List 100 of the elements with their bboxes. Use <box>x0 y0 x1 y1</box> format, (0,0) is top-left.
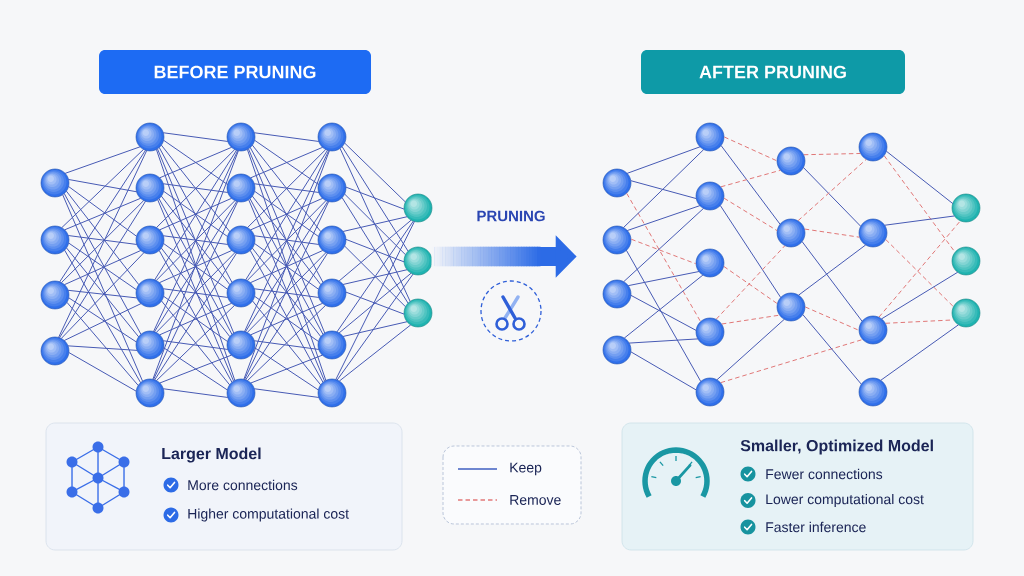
connection-line <box>886 150 953 204</box>
connection-line <box>163 295 228 342</box>
connection-line <box>68 297 137 343</box>
connection-line <box>885 319 954 324</box>
list-item: Faster inference <box>766 521 866 533</box>
connection-line <box>159 146 232 179</box>
connection-line <box>798 244 866 296</box>
connection-line <box>883 155 956 253</box>
neuron <box>602 168 632 198</box>
neuron <box>951 193 981 223</box>
connection-line <box>59 201 146 338</box>
connection-line <box>61 252 145 339</box>
connection-line <box>720 169 781 188</box>
neuron <box>858 315 888 345</box>
connection-line <box>163 139 228 185</box>
neuron <box>317 225 347 255</box>
connection-line <box>630 238 697 265</box>
neuron <box>40 280 70 310</box>
connection-line <box>64 249 141 383</box>
connection-line <box>803 167 861 227</box>
connection-line <box>723 197 778 231</box>
connection-line <box>250 354 323 384</box>
neuron <box>317 278 347 308</box>
connection-line <box>254 288 319 298</box>
connection-line <box>721 314 780 325</box>
neuron <box>951 298 981 328</box>
connection-line <box>159 197 232 231</box>
connection-line <box>720 145 781 225</box>
connection-line <box>66 190 140 285</box>
connection-line <box>881 271 958 320</box>
neuron <box>40 168 70 198</box>
connection-line <box>627 205 701 231</box>
connection-line <box>630 180 697 199</box>
connection-line <box>68 235 137 245</box>
connection-line <box>344 245 406 307</box>
list-item: Lower computational cost <box>766 493 924 507</box>
connection-line <box>254 132 319 142</box>
connection-line <box>338 219 412 282</box>
neuron <box>602 335 632 365</box>
connection-line <box>797 159 867 222</box>
connection-line <box>623 208 704 282</box>
connection-line <box>159 250 232 284</box>
neuron <box>226 378 256 408</box>
connection-line <box>163 190 228 237</box>
neuron <box>776 218 806 248</box>
connection-line <box>163 183 228 193</box>
connection-line <box>68 242 137 291</box>
connection-line <box>878 220 961 318</box>
neuron <box>135 330 165 360</box>
connection-line <box>250 197 323 231</box>
connection-line <box>719 205 782 298</box>
connection-line <box>335 221 415 380</box>
connection-line <box>163 288 228 298</box>
neuron <box>951 246 981 276</box>
card-heading: Smaller, Optimized Model <box>740 439 933 455</box>
neuron <box>317 122 347 152</box>
neuron <box>403 246 433 276</box>
connection-line <box>68 289 138 299</box>
connection-line <box>163 243 228 290</box>
connection-line <box>630 351 697 391</box>
connection-line <box>58 150 148 338</box>
edge-label: PRUNING <box>477 210 545 222</box>
connection-line <box>342 216 408 232</box>
title-banner: BEFORE PRUNING <box>99 50 371 94</box>
connection-line <box>66 247 139 338</box>
connection-line <box>67 345 138 351</box>
info-card <box>45 422 403 551</box>
connection-line <box>254 347 319 391</box>
connection-line <box>250 146 323 179</box>
connection-line <box>342 269 408 285</box>
connection-line <box>254 340 319 350</box>
connection-line <box>336 273 414 381</box>
neuron <box>226 330 256 360</box>
neuron <box>403 298 433 328</box>
neuron <box>317 378 347 408</box>
connection-line <box>342 321 408 337</box>
connection-line <box>68 179 137 193</box>
connection-line <box>250 302 323 336</box>
neuron <box>858 132 888 162</box>
neuron <box>135 225 165 255</box>
connection-line <box>159 354 232 384</box>
connection-line <box>64 146 141 174</box>
connection-line <box>345 239 405 263</box>
connection-line <box>623 149 704 228</box>
list-item: Higher computational cost <box>188 508 349 522</box>
connection-line <box>254 139 319 185</box>
connection-line <box>59 150 146 283</box>
connection-line <box>630 295 697 331</box>
connection-line <box>339 324 411 382</box>
connection-line <box>61 200 144 283</box>
connection-line <box>163 388 228 398</box>
neuron <box>602 279 632 309</box>
neuron <box>226 278 256 308</box>
connection-line <box>64 197 141 231</box>
connection-line <box>715 245 786 320</box>
connection-line <box>163 340 228 350</box>
connection-line <box>62 194 143 382</box>
list-item: More connections <box>188 479 298 491</box>
connection-line <box>624 274 704 339</box>
neuron <box>776 146 806 176</box>
